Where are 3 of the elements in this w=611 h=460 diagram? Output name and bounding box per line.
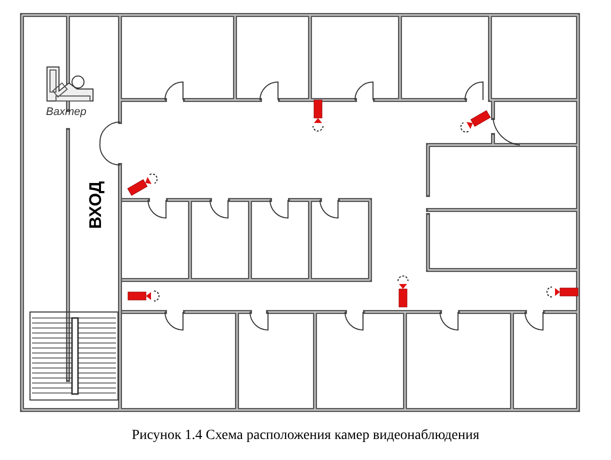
- entrance-label: ВХОД: [86, 181, 106, 229]
- figure-caption: Рисунок 1.4 Схема расположения камер видеонаблюдения: [130, 428, 480, 444]
- room-label: Вахтер: [46, 106, 86, 118]
